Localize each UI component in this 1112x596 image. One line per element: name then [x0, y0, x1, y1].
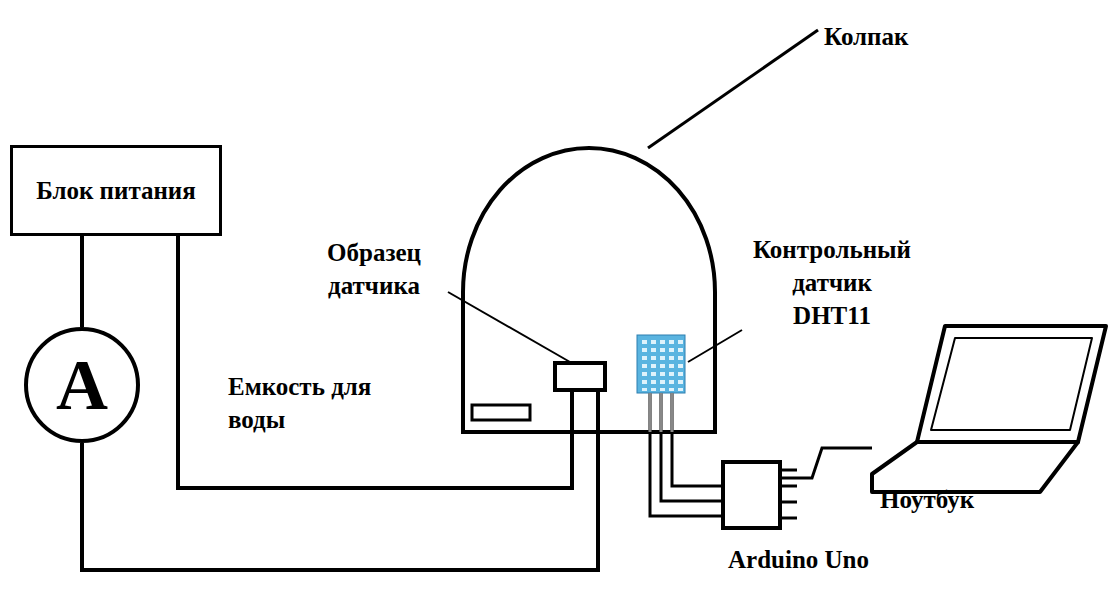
part-label: Контрольный датчик DHT11	[752, 233, 912, 332]
part-label: Колпак	[824, 20, 984, 53]
part-label: Образец датчика	[288, 236, 460, 302]
sensor-wire	[672, 392, 723, 486]
wire	[80, 236, 84, 327]
water-container	[472, 405, 530, 420]
usb-wire	[780, 448, 872, 478]
sample-sensor	[555, 363, 605, 390]
dht11-sensor	[637, 335, 685, 432]
part-label: Arduino Uno	[728, 543, 898, 576]
bell-jar	[463, 148, 715, 432]
leader-line	[688, 330, 742, 362]
pin	[780, 517, 797, 520]
wire	[178, 236, 572, 488]
leader-line	[648, 30, 818, 148]
power-supply-box: Блок питания	[10, 145, 222, 236]
sensor-wire	[661, 392, 723, 501]
pin	[780, 485, 797, 488]
meter-letter: A	[56, 349, 108, 421]
ammeter-symbol: A	[24, 327, 140, 443]
box-title: Блок питания	[36, 173, 196, 208]
part-label: Емкость для воды	[228, 370, 393, 436]
wire	[82, 390, 598, 570]
part-label: Ноутбук	[880, 483, 1030, 516]
leader-line	[448, 292, 570, 362]
arduino-board	[723, 462, 780, 528]
pin	[780, 501, 797, 504]
pin	[780, 469, 797, 472]
laptop	[872, 326, 1106, 492]
sensor-wire	[650, 392, 723, 516]
